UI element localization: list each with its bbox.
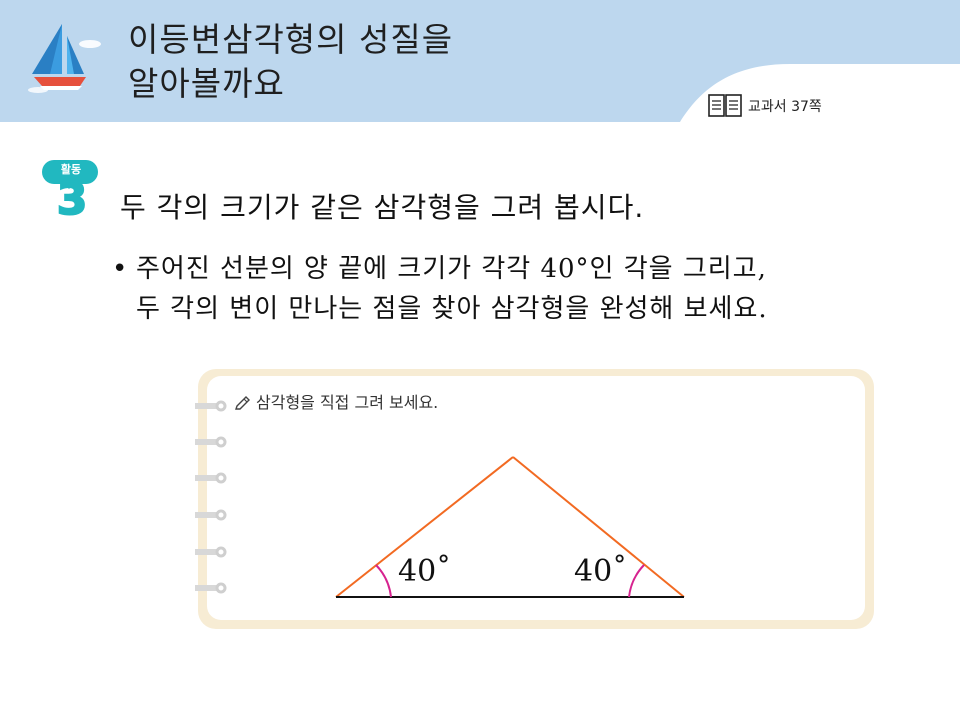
textbook-reference: 교과서 37쪽 [708,93,822,119]
pencil-icon [235,396,250,410]
textbook-page-label: 교과서 37쪽 [748,99,822,115]
right-angle-arc [628,564,645,598]
activity-title: 두 각의 크기가 같은 삼각형을 그려 봅시다. [120,191,645,224]
book-icon [708,94,742,117]
page-title: 이등변삼각형의 성질을 알아볼까요 [128,18,453,106]
title-line-2: 알아볼까요 [128,64,285,103]
left-angle-label: 40˚ [398,554,452,589]
activity-number: 3 [56,174,89,226]
header-band [0,0,960,122]
activity-badge-label: 활동 [60,163,82,176]
notebook-card [195,369,874,629]
title-line-1: 이등변삼각형의 성질을 [128,20,454,59]
activity-badge-icon [42,160,98,189]
notebook-prompt: 삼각형을 직접 그려 보세요. [256,393,439,412]
triangle-right-side [512,456,685,598]
left-angle-arc [375,564,392,598]
triangle-left-side [335,456,514,598]
right-angle-label: 40˚ [574,554,628,589]
bullet-mark: • [112,254,129,284]
instruction-text: •주어진 선분의 양 끝에 크기가 각각 40°인 각을 그리고, 두 각의 변… [112,249,942,329]
notebook-rings [195,400,227,594]
sailboat-icon [28,24,101,93]
instruction-line-1: 주어진 선분의 양 끝에 크기가 각각 40°인 각을 그리고, [136,254,767,284]
instruction-line-2: 두 각의 변이 만나는 점을 찾아 삼각형을 완성해 보세요. [136,294,768,324]
